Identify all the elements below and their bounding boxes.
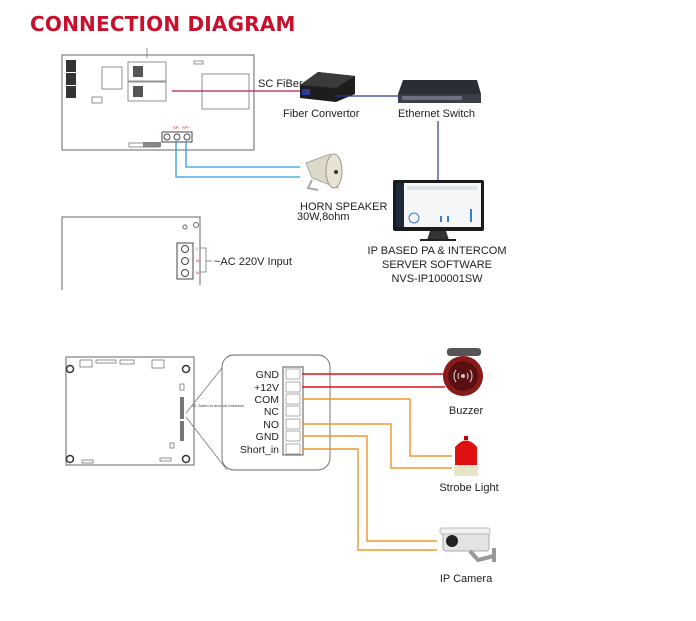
server-label-line3: NVS-IP100001SW	[391, 273, 483, 285]
controller-board: SP- SP+	[61, 48, 255, 151]
ip-camera-label: IP Camera	[440, 573, 493, 585]
speaker-wire-plus	[185, 141, 300, 168]
strobe-light-label: Strobe Light	[439, 482, 498, 494]
server-label-line2: SERVER SOFTWARE	[382, 259, 492, 271]
ethernet-switch-icon	[398, 80, 481, 103]
wire-no-strobe	[302, 423, 452, 469]
alarm-wires	[302, 373, 452, 551]
sp-plus-label: SP+	[182, 125, 190, 130]
strobe-light-icon	[454, 436, 478, 476]
sp-minus-label: SP-	[173, 125, 180, 130]
terminal-slot	[285, 368, 301, 380]
terminal-slot	[285, 443, 301, 455]
terminal-l-label: L	[196, 246, 199, 251]
terminal-slot	[285, 418, 301, 430]
ac-input-label: ~AC 220V Input	[214, 256, 292, 268]
pin-label-no: NO	[263, 419, 279, 431]
horn-speaker-label: HORN SPEAKER	[300, 201, 387, 213]
pin-label-shortin: Short_in	[240, 444, 279, 456]
alarm-board	[65, 356, 231, 471]
ethernet-switch-label: Ethernet Switch	[398, 108, 475, 120]
speaker-wire-minus	[175, 141, 300, 178]
server-label-line1: IP BASED PA & INTERCOM	[368, 245, 507, 257]
terminal-slot	[285, 381, 301, 393]
wire-gnd-camera	[302, 435, 437, 542]
fiber-convertor-label: Fiber Convertor	[283, 108, 360, 120]
power-supply-board: L N N	[61, 216, 212, 290]
interface-note: J7, Alarm in and out interface	[192, 403, 245, 408]
pin-label-gnd: GND	[256, 431, 280, 443]
terminal-n-label: N	[196, 258, 199, 263]
buzzer-label: Buzzer	[449, 405, 484, 417]
pin-label-gnd: GND	[256, 369, 280, 381]
wire-shortin-camera	[302, 448, 437, 551]
pin-label-com: COM	[255, 394, 280, 406]
terminal-slot	[285, 430, 301, 442]
terminal-slot	[285, 405, 301, 417]
sc-fiber-label: SC FiBer	[258, 78, 303, 90]
fiber-convertor-icon	[300, 72, 355, 102]
ip-camera-icon	[439, 527, 496, 563]
terminal-slot	[285, 393, 301, 405]
page-title: CONNECTION DIAGRAM	[30, 12, 296, 36]
horn-speaker-spec: 30W,8ohm	[297, 211, 350, 223]
terminal-n2-label: N	[196, 270, 199, 275]
buzzer-icon	[443, 348, 483, 396]
pin-label-12v: +12V	[254, 382, 279, 394]
wire-com-strobe	[302, 398, 452, 457]
pin-label-nc: NC	[264, 406, 280, 418]
horn-speaker-icon	[305, 153, 343, 191]
server-monitor-icon	[393, 180, 484, 241]
